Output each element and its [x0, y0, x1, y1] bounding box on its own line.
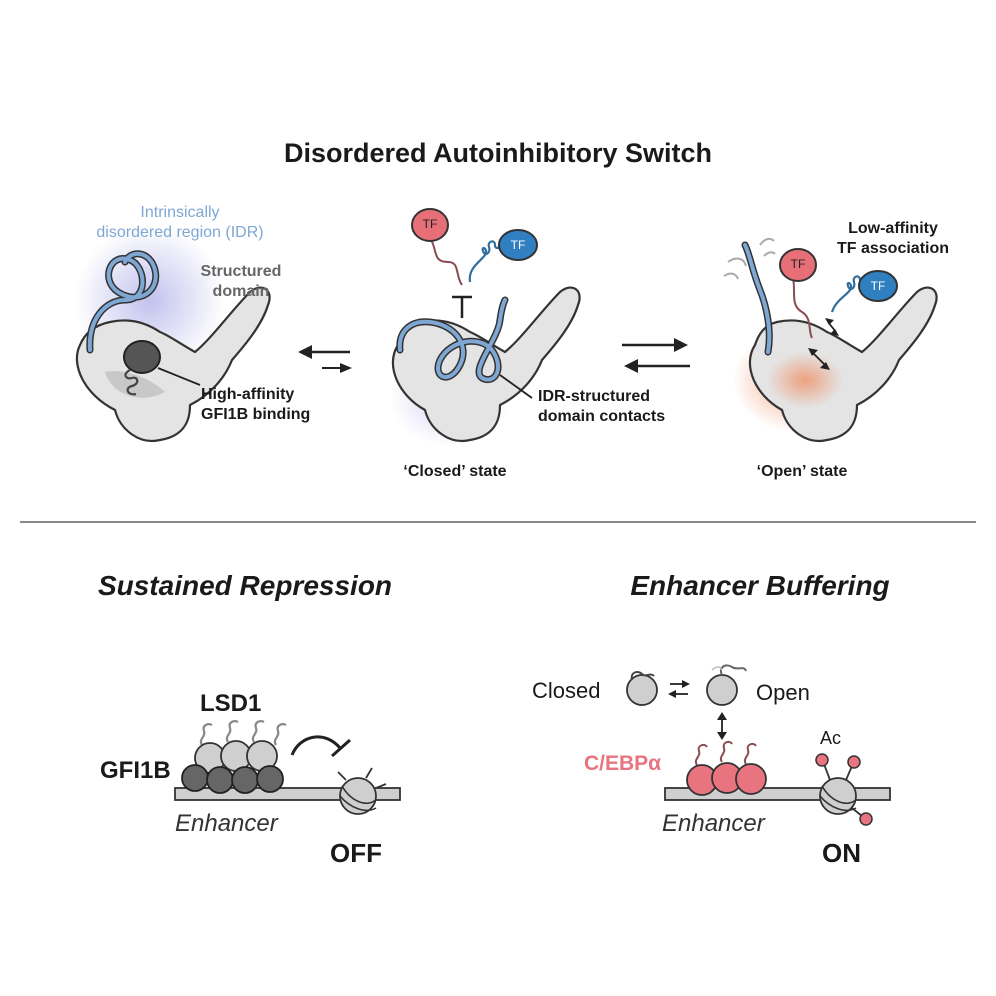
structured-domain-label: Structured domain	[186, 262, 296, 302]
buffering-cebp-complex	[686, 740, 767, 796]
idr-label: Intrinsically disordered region (IDR)	[80, 203, 280, 243]
cebp-alpha-label: C/EBPα	[584, 752, 662, 775]
buffering-closed-sphere	[626, 671, 658, 706]
closed-state-label: ‘Closed’ state	[403, 463, 507, 480]
repression-inhibition-arc	[290, 735, 351, 758]
idr-label-line1: Intrinsically	[140, 204, 220, 221]
closed-label: Closed	[532, 678, 601, 703]
off-label: OFF	[330, 838, 382, 868]
high-affinity-label: High-affinity GFI1B binding	[201, 385, 361, 425]
structured-label-line1: Structured	[200, 263, 282, 280]
right-tf-blue-label: TF	[870, 279, 886, 293]
buffering-switch-arrows	[668, 680, 690, 698]
left-gfi1b-peptide	[123, 340, 201, 396]
right-motion-marks	[723, 237, 776, 280]
binding-label-line2: GFI1B binding	[201, 406, 311, 423]
right-tf-blue	[830, 270, 898, 313]
left-idr-strand	[86, 250, 160, 354]
middle-tf-red	[411, 208, 463, 286]
sustained-repression-title: Sustained Repression	[97, 570, 393, 601]
assoc-label-line2: TF association	[836, 240, 950, 257]
low-affinity-label: Low-affinity TF association	[828, 219, 958, 259]
right-tf-red-label: TF	[790, 257, 806, 271]
on-label: ON	[822, 838, 861, 868]
enhancer-buffering-title: Enhancer Buffering	[630, 570, 890, 601]
open-label: Open	[756, 680, 810, 705]
equilibrium-arrows-left	[298, 345, 352, 373]
repression-nucleosome	[337, 767, 387, 815]
assoc-label-line1: Low-affinity	[848, 220, 938, 237]
contacts-label: IDR-structured domain contacts	[538, 387, 708, 427]
buffering-enhancer-label: Enhancer	[662, 810, 765, 837]
gfi1b-label: GFI1B	[100, 757, 171, 784]
middle-idr-strand	[396, 296, 533, 399]
buffering-vertical-arrow	[717, 712, 727, 740]
binding-label-line1: High-affinity	[201, 386, 295, 403]
right-idr-strand	[741, 241, 773, 356]
middle-tf-blue	[468, 229, 538, 283]
contacts-label-line1: IDR-structured	[538, 388, 651, 405]
ac-label: Ac	[820, 728, 842, 748]
idr-label-line2: disordered region (IDR)	[96, 224, 264, 241]
contacts-label-line2: domain contacts	[538, 408, 666, 425]
diagram-title: Disordered Autoinhibitory Switch	[283, 138, 713, 168]
open-state-label: ‘Open’ state	[756, 463, 848, 480]
buffering-open-sphere	[706, 664, 747, 706]
structured-label-line2: domain	[212, 283, 270, 300]
repression-lsd1-complex	[181, 720, 287, 794]
repression-enhancer-label: Enhancer	[175, 810, 278, 837]
middle-tf-red-label: TF	[422, 217, 438, 231]
middle-inhibition-bar	[452, 295, 472, 318]
lsd1-label: LSD1	[200, 690, 262, 717]
buffering-nucleosome	[815, 753, 873, 826]
middle-tf-blue-label: TF	[510, 238, 526, 252]
equilibrium-arrows-right	[622, 338, 690, 373]
right-tf-red	[779, 248, 817, 339]
right-association-arrows	[808, 318, 839, 370]
